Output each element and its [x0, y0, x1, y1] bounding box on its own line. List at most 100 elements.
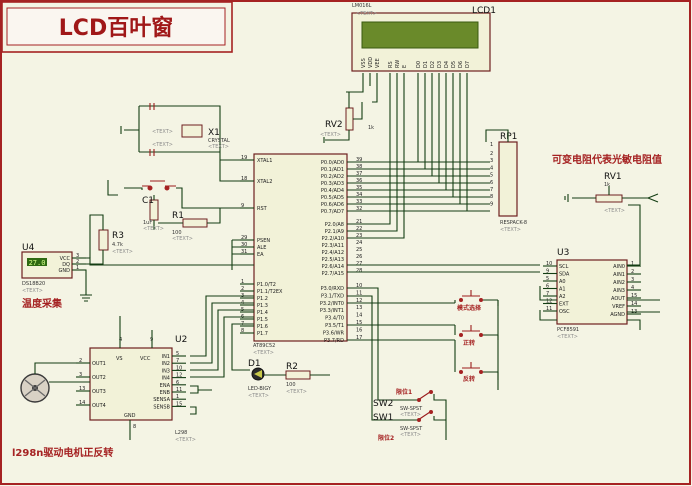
lcd-pin-9-name: D3 — [437, 61, 443, 68]
crystal-x1 — [181, 124, 203, 138]
mcu-right-pin-4-name: P0.4/AD4 — [321, 188, 344, 194]
u3-right-pin-2-num: 3 — [631, 277, 634, 283]
u2-right-pin-6-name: SENSA — [153, 397, 170, 403]
mcu-model: AT89C52 — [253, 343, 275, 349]
mcu-right-pin-22-name: P3.6/WR — [323, 330, 345, 336]
u2-left-pin-3-name: OUT4 — [92, 403, 106, 409]
u3-right-pin-4-name: AOUT — [611, 296, 626, 302]
lcd-pin-11-name: D5 — [451, 61, 457, 68]
mcu-left-pin-4-name: ALE — [257, 245, 266, 251]
limit-switches: SW2 SW1 SW-SPST <TEXT> SW-SPST <TEXT> 限位… — [373, 388, 447, 442]
sw1-ref: SW1 — [373, 413, 393, 423]
rp1-text: <TEXT> — [500, 227, 521, 233]
rp1-pin-3: 4 — [490, 165, 493, 171]
mcu-right-pin-15-name: P2.7/A15 — [322, 271, 344, 277]
page-title: LCD百叶窗 — [59, 15, 173, 41]
note-variable-resistor: 可变电阻代表光敏电阻值 — [552, 153, 662, 166]
rp1-pin-0: 1 — [490, 142, 493, 148]
mcu-left-pin-4-num: 30 — [241, 242, 247, 248]
title-inner-box — [6, 7, 226, 46]
mcu-right-pin-19-num: 13 — [356, 305, 362, 311]
u2-left-pin-1-name: OUT2 — [92, 375, 106, 381]
led-section: D1 LED-BIGY <TEXT> R2 100 <TEXT> — [248, 359, 330, 399]
u4-pin-2-name: GND — [59, 268, 71, 274]
rp1-pin-2: 3 — [490, 158, 493, 164]
l298-driver: U2 L298 <TEXT> VS VCC GND 4 9 8 OUT12OUT… — [76, 295, 254, 443]
u3-right-pin-1-name: AIN1 — [613, 272, 625, 278]
lcd-pin-0-name: VSS — [361, 58, 367, 68]
u3-right-pin-3-name: AIN3 — [613, 288, 625, 294]
mcu-right-pin-20-num: 14 — [356, 313, 362, 319]
u3-left-pin-4-name: A2 — [559, 294, 566, 300]
lcd-screen — [361, 21, 479, 49]
mcu-right-pin-20-name: P3.4/T0 — [325, 316, 344, 322]
x1-text: <TEXT> — [208, 144, 229, 150]
rp1-ref: RP1 — [500, 132, 517, 142]
x1-model: CRYSTAL — [208, 138, 230, 144]
note-temperature: 温度采集 — [22, 297, 63, 310]
lcd-text: <TEXT> — [356, 11, 377, 17]
mcu-right-pin-22-num: 16 — [356, 327, 362, 333]
u2-right-pin-3-num: 12 — [176, 373, 182, 379]
reset-section: C1 1uF <TEXT> R1 100 <TEXT> — [107, 180, 254, 270]
mcu-right-pin-13-num: 26 — [356, 254, 362, 260]
mcu-right-pin-3-name: P0.3/AD3 — [321, 181, 344, 187]
resistor-r3 — [98, 229, 109, 251]
mcu-right-pin-0-num: 39 — [356, 157, 362, 163]
lcd-pin-6-name: D0 — [416, 61, 422, 68]
u3-left-pin-6-name: OSC — [559, 309, 570, 315]
u4-pin-0-name: VCC — [60, 256, 71, 262]
u2-text: <TEXT> — [175, 437, 196, 443]
mcu-right-pin-13-name: P2.5/A13 — [322, 257, 344, 263]
u3-left-pin-1-name: SDA — [559, 272, 570, 278]
temperature-section: R3 4.7k <TEXT> 27.0 U4 DS18B20 <TEXT> VC… — [21, 214, 254, 302]
mcu-right-pin-23-num: 17 — [356, 335, 362, 341]
r1-text: <TEXT> — [172, 236, 193, 242]
resistor-r1 — [182, 218, 208, 228]
lcd-ref: LCD1 — [472, 6, 496, 16]
sw2-label: 限位1 — [396, 388, 412, 396]
mcu-text: <TEXT> — [253, 350, 274, 356]
u4-pin-2-num: 1 — [76, 265, 79, 271]
bus-wires — [346, 73, 540, 421]
crystal-section: X1 CRYSTAL <TEXT> <TEXT> <TEXT> — [120, 103, 254, 182]
mcu-right-pin-1-name: P0.1/AD1 — [321, 167, 344, 173]
mcu-right-pin-10-name: P2.2/A10 — [322, 236, 344, 242]
u3-right-pin-1-num: 2 — [631, 269, 634, 275]
cap-b-text: <TEXT> — [152, 142, 173, 148]
u2-right-pin-3-name: IN4 — [162, 376, 170, 382]
mcu-right-pin-2-num: 37 — [356, 171, 362, 177]
u4-ref: U4 — [22, 243, 35, 253]
u3-left-pin-6-num: 11 — [546, 306, 552, 312]
u2-right-pin-5-num: 11 — [176, 387, 182, 393]
mcu-right-pin-21-name: P3.5/T1 — [325, 323, 344, 329]
u2-right-pin-2-name: IN3 — [162, 368, 170, 374]
u2-right-pin-1-num: 7 — [176, 358, 179, 364]
sw1-label: 限位2 — [378, 434, 394, 442]
lcd-pin-10-name: D4 — [444, 61, 450, 68]
lcd-pin-5-name: E — [402, 65, 408, 68]
mcu-right-pin-19-name: P3.3/INT1 — [320, 308, 344, 314]
lcd-pin-3-name: RS — [388, 61, 394, 68]
d1-model: LED-BIGY — [248, 386, 272, 392]
rv1-ref: RV1 — [604, 172, 622, 182]
u2-right-pin-4-num: 6 — [176, 380, 179, 386]
lcd-pin-2-name: VEE — [375, 58, 381, 68]
note-motor: l298n驱动电机正反转 — [12, 446, 113, 459]
resistor-r2 — [285, 370, 311, 380]
u3-right-pin-6-name: AGND — [610, 312, 625, 318]
button-mode-label: 模式选择 — [457, 304, 482, 312]
mcu-left-pin-0-num: 19 — [241, 155, 247, 161]
u3-left-pin-2-num: 5 — [546, 276, 549, 282]
u2-right-pin-7-name: SENSB — [153, 404, 170, 410]
u2-right-pin-1-name: IN2 — [162, 361, 170, 367]
mcu-right-pin-6-name: P0.6/AD6 — [321, 202, 344, 208]
u4-text: <TEXT> — [22, 288, 43, 294]
mcu-left-pin-2-num: 9 — [241, 203, 244, 209]
mcu-right-pin-9-name: P2.1/A9 — [325, 229, 344, 235]
mcu-right-pin-21-num: 15 — [356, 320, 362, 326]
u3-left-pin-1-num: 9 — [546, 269, 549, 275]
